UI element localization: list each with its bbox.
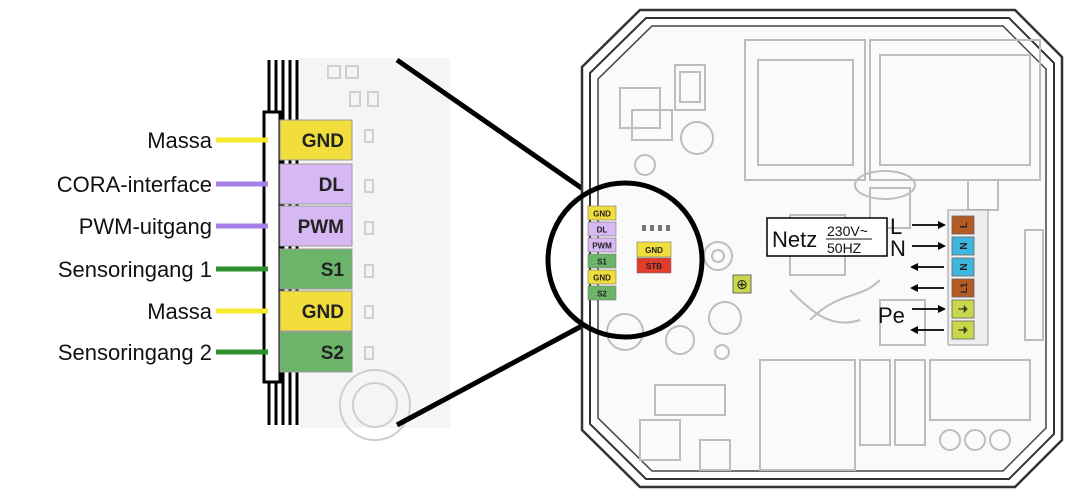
zoom-faint-components xyxy=(327,65,411,441)
wire-label: Massa xyxy=(147,299,213,324)
line-label: L xyxy=(890,214,902,239)
board-terminal xyxy=(587,285,617,301)
terminal-block xyxy=(279,331,353,373)
board-terminal-label: S2 xyxy=(597,290,607,299)
wire-label: Sensoringang 1 xyxy=(58,257,212,282)
earth-screw-board xyxy=(732,274,752,294)
arrow-left-icon xyxy=(910,284,918,292)
power-terminal-label: ⏚ xyxy=(958,325,970,335)
arrow-right-icon xyxy=(938,305,946,313)
voltage-label: 230V~ xyxy=(827,223,868,239)
aux-terminal xyxy=(636,241,672,258)
board-terminal xyxy=(587,205,617,221)
board-terminal-label: DL xyxy=(597,226,608,235)
magnifier-circle xyxy=(545,180,705,340)
power-terminal xyxy=(951,257,975,277)
board-terminal-label: S1 xyxy=(597,258,607,267)
earth-symbol-icon: ⊕ xyxy=(736,276,748,292)
power-section: Netz 230V~ 50HZ L N Pe xyxy=(766,214,906,328)
terminal-label: PWM xyxy=(298,217,344,238)
power-terminal-label: L xyxy=(959,222,970,228)
terminal-block xyxy=(279,119,353,161)
board-terminal xyxy=(587,253,617,269)
connector-housing xyxy=(262,110,282,384)
wire-label: PWM-uitgang xyxy=(79,214,212,239)
power-terminal xyxy=(951,299,975,319)
netz-label: Netz xyxy=(772,227,817,252)
power-terminal xyxy=(951,278,975,298)
netz-label-box xyxy=(766,217,888,257)
pad-row xyxy=(642,225,670,231)
power-terminal-label: N xyxy=(959,242,970,249)
frequency-label: 50HZ xyxy=(827,240,862,256)
arrow-right-icon xyxy=(938,242,946,250)
aux-terminal-label: STB xyxy=(646,262,662,271)
arrow-left-icon xyxy=(910,263,918,271)
board-terminal xyxy=(587,237,617,253)
wire-label: Massa xyxy=(147,128,213,153)
terminal-block xyxy=(279,163,353,205)
wire-label: CORA-interface xyxy=(57,172,212,197)
board-terminal xyxy=(587,269,617,285)
terminal-block xyxy=(279,248,353,290)
terminal-label: GND xyxy=(302,131,344,152)
aux-terminal-strip: GND STB xyxy=(636,241,672,274)
power-terminal xyxy=(951,215,975,235)
terminal-label: DL xyxy=(319,175,345,196)
board-terminal-label: GND xyxy=(593,274,611,283)
power-terminal xyxy=(951,236,975,256)
aux-terminal xyxy=(636,257,672,274)
earth-label: Pe xyxy=(878,303,905,328)
terminal-block xyxy=(279,205,353,247)
aux-terminal-label: GND xyxy=(645,246,663,255)
power-terminal-label: L1 xyxy=(959,283,969,294)
board-terminal-label: PWM xyxy=(592,242,612,251)
neutral-label: N xyxy=(890,236,906,261)
terminal-label: S2 xyxy=(321,343,344,364)
arrow-left-icon xyxy=(910,326,918,334)
power-terminal-label: ⏚ xyxy=(958,304,970,314)
terminal-block xyxy=(279,290,353,332)
wire-label: Sensoringang 2 xyxy=(58,340,212,365)
board-terminal xyxy=(587,221,617,237)
terminal-label: GND xyxy=(302,302,344,323)
power-terminal-strip: L N N L1 ⏚ ⏚ xyxy=(910,209,989,346)
zoom-line-top xyxy=(395,57,595,199)
board-components xyxy=(606,39,1044,471)
arrow-right-icon xyxy=(938,221,946,229)
board-terminal-label: GND xyxy=(593,210,611,219)
zoom-line-bottom xyxy=(395,317,595,428)
power-terminal-label: N xyxy=(959,263,970,270)
terminal-label: S1 xyxy=(321,260,345,281)
power-terminal xyxy=(951,320,975,340)
